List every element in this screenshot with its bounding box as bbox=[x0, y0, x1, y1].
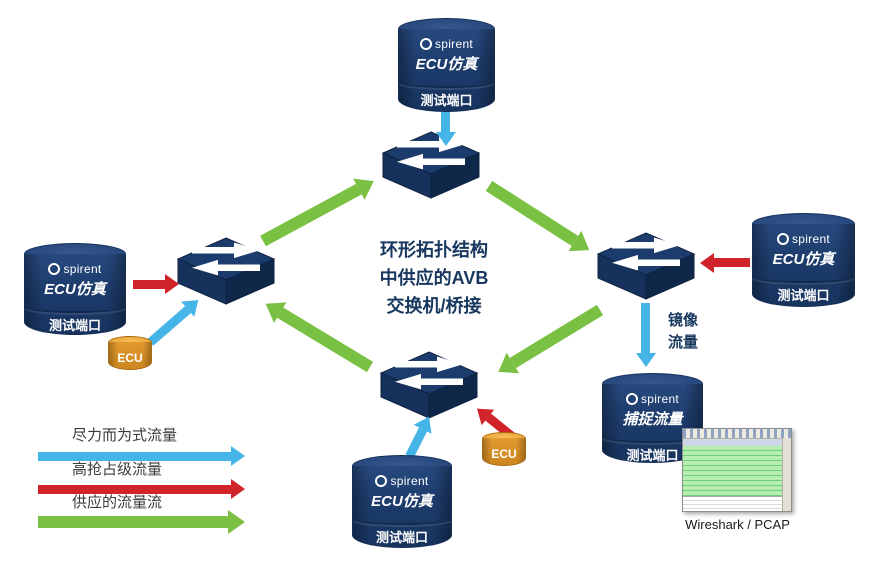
brand-text: spirent bbox=[63, 262, 102, 276]
drum-port-label: 测试端口 bbox=[420, 93, 473, 108]
switch-icon bbox=[596, 232, 696, 300]
spirent-logo-icon bbox=[375, 475, 388, 487]
center-caption: 环形拓扑结构 中供应的AVB 交换机/桥接 bbox=[348, 236, 520, 320]
flow-arrow-right-drum-to-right-switch bbox=[700, 253, 750, 273]
legend-label-preemptive: 高抢占级流量 bbox=[72, 461, 163, 478]
avb-switch-top bbox=[381, 130, 481, 202]
arrow-head bbox=[700, 253, 714, 273]
ecu-label: ECU bbox=[491, 446, 517, 461]
flow-arrow-mirror-to-capture bbox=[636, 303, 656, 367]
arrow-shaft bbox=[641, 303, 651, 353]
arrow-head bbox=[568, 230, 596, 261]
avb-switch-right bbox=[596, 231, 696, 303]
drum-body: spirent ECU仿真 测试端口 bbox=[24, 254, 126, 335]
drum-body: spirent ECU仿真 测试端口 bbox=[352, 466, 452, 548]
wireshark-caption: Wireshark / PCAP bbox=[685, 517, 790, 532]
switch-icon bbox=[381, 131, 481, 199]
flow-arrow-left-drum-to-left-switch bbox=[133, 274, 179, 294]
legend-label-best-effort: 尽力而为式流量 bbox=[72, 427, 178, 444]
drum-groove bbox=[399, 76, 494, 88]
drum-groove bbox=[25, 301, 125, 313]
center-caption-line2: 中供应的AVB bbox=[379, 268, 489, 288]
switch-icon bbox=[379, 351, 479, 419]
wireshark-toolbar bbox=[683, 429, 791, 439]
ecu-body: ECU bbox=[482, 438, 526, 466]
brand-text: spirent bbox=[640, 392, 680, 406]
arrow-head bbox=[492, 352, 520, 383]
drum-groove bbox=[399, 110, 494, 111]
drum-body: spirent ECU仿真 测试端口 bbox=[398, 29, 495, 112]
arrow-shaft bbox=[509, 304, 604, 369]
brand-text: spirent bbox=[390, 474, 429, 488]
arrow-shaft bbox=[714, 258, 750, 268]
brand-text: spirent bbox=[434, 37, 474, 51]
legend-label-provisioned: 供应的流量流 bbox=[72, 494, 163, 511]
arrow-head bbox=[636, 353, 656, 367]
spirent-logo-icon bbox=[48, 263, 61, 275]
ecu-node-bottom: ECU bbox=[482, 432, 526, 466]
center-caption-line1: 环形拓扑结构 bbox=[380, 240, 488, 260]
spirent-logo: spirent bbox=[353, 474, 451, 488]
spirent-node-left: spirent ECU仿真 测试端口 bbox=[24, 243, 126, 335]
spirent-logo-icon bbox=[776, 233, 789, 245]
spirent-logo: spirent bbox=[753, 232, 854, 246]
arrow-shaft bbox=[147, 305, 191, 346]
spirent-logo: spirent bbox=[25, 262, 125, 276]
spirent-node-bottom: spirent ECU仿真 测试端口 bbox=[352, 455, 452, 548]
drum-groove bbox=[753, 305, 854, 306]
drum-groove bbox=[753, 271, 854, 283]
spirent-logo-icon bbox=[419, 38, 432, 50]
arrow-head bbox=[353, 170, 380, 200]
drum-title: ECU仿真 bbox=[44, 281, 106, 298]
avb-switch-bottom bbox=[379, 350, 479, 422]
spirent-logo-icon bbox=[625, 393, 638, 405]
ecu-label: ECU bbox=[117, 350, 143, 365]
center-caption-line3: 交换机/桥接 bbox=[386, 296, 482, 316]
drum-title: ECU仿真 bbox=[772, 251, 835, 268]
drum-port-label: 测试端口 bbox=[777, 288, 830, 303]
drum-groove bbox=[603, 431, 702, 443]
mirror-traffic-label: 镜像流量 bbox=[668, 312, 699, 351]
ecu-body: ECU bbox=[108, 342, 152, 370]
spirent-node-right: spirent ECU仿真 测试端口 bbox=[752, 213, 855, 307]
arrow-head bbox=[231, 479, 245, 499]
ecu-node-left: ECU bbox=[108, 336, 152, 370]
drum-title: 捕捉流量 bbox=[622, 411, 683, 428]
arrow-shaft bbox=[133, 279, 165, 289]
wireshark-detail-pane bbox=[683, 496, 783, 511]
spirent-node-top: spirent ECU仿真 测试端口 bbox=[398, 18, 495, 112]
drum-title: ECU仿真 bbox=[371, 493, 433, 510]
spirent-node-capture: spirent 捕捉流量 测试端口 bbox=[602, 373, 703, 463]
spirent-logo: spirent bbox=[603, 392, 702, 406]
arrow-head bbox=[228, 510, 245, 534]
wireshark-packet-rows bbox=[683, 446, 783, 497]
legend-arrow-provisioned bbox=[38, 510, 245, 534]
drum-port-label: 测试端口 bbox=[626, 448, 679, 463]
arrow-shaft bbox=[404, 427, 427, 459]
wireshark-scrollbar bbox=[782, 438, 791, 511]
drum-groove bbox=[352, 547, 452, 548]
drum-port-label: 测试端口 bbox=[48, 318, 101, 333]
drum-title: ECU仿真 bbox=[415, 56, 478, 73]
spirent-logo: spirent bbox=[399, 37, 494, 51]
switch-icon bbox=[176, 237, 276, 305]
brand-text: spirent bbox=[791, 232, 831, 246]
arrow-head bbox=[231, 446, 245, 466]
drum-port-label: 测试端口 bbox=[375, 530, 428, 545]
wireshark-capture-screenshot bbox=[682, 428, 792, 512]
avb-switch-left bbox=[176, 236, 276, 308]
arrow-shaft bbox=[38, 516, 228, 528]
drum-body: spirent ECU仿真 测试端口 bbox=[752, 224, 855, 307]
drum-body: spirent 捕捉流量 测试端口 bbox=[602, 384, 703, 463]
drum-groove bbox=[353, 513, 451, 525]
